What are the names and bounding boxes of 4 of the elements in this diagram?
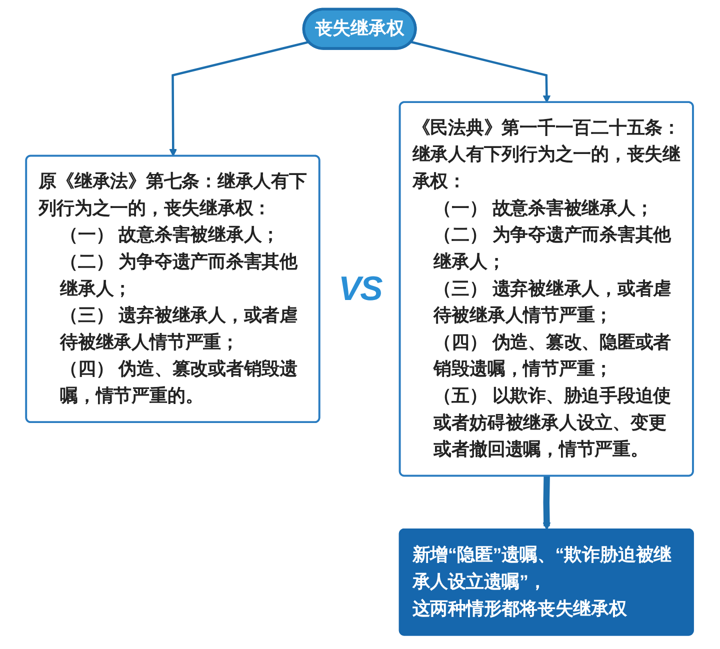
vs-label: VS	[338, 272, 382, 306]
arrow	[170, 40, 310, 157]
arrow	[543, 476, 552, 530]
arrow	[411, 40, 552, 103]
